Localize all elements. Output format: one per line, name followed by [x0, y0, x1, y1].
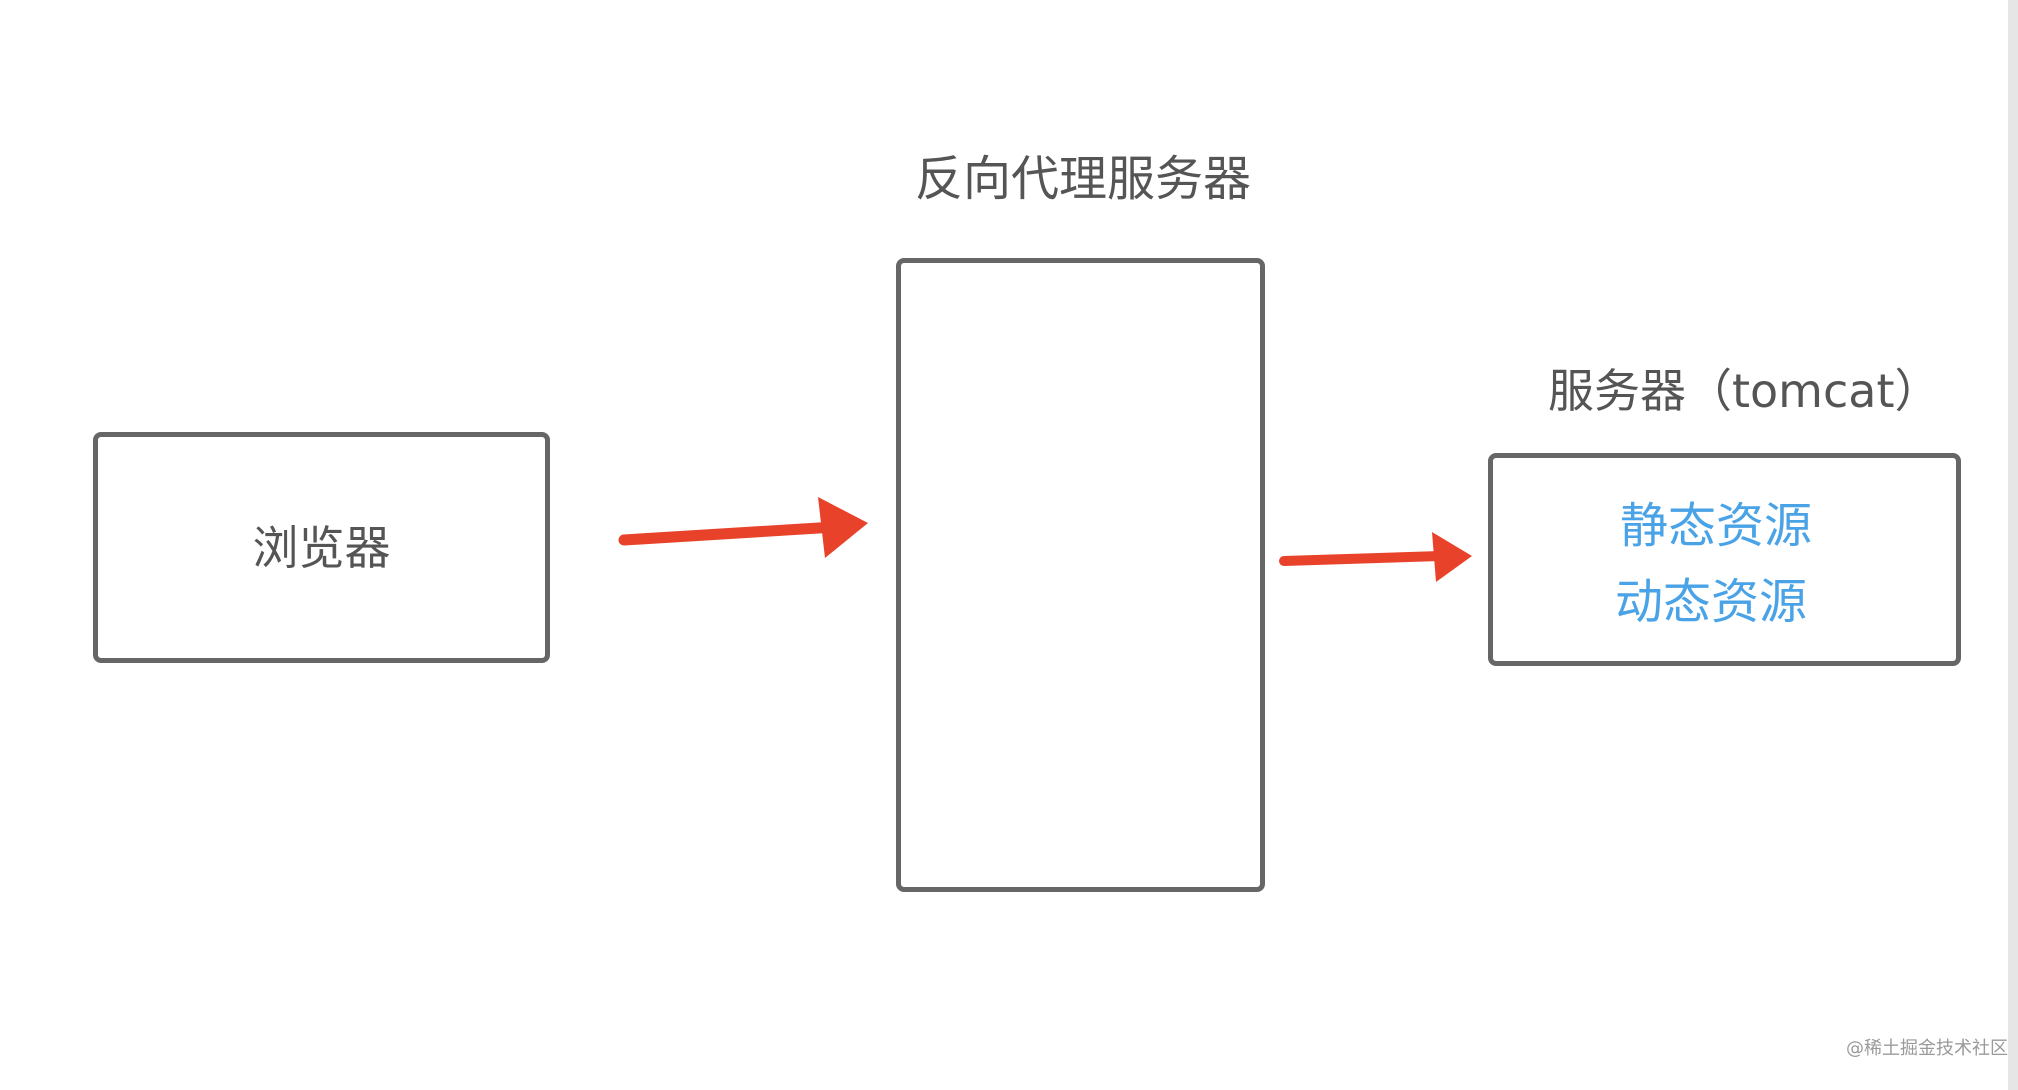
arrow-head-browser-to-proxy — [818, 497, 868, 558]
arrow-proxy-to-server — [1279, 532, 1472, 582]
scrollbar-track[interactable] — [2008, 0, 2018, 1090]
arrow-browser-to-proxy — [618, 497, 868, 558]
browser-label: 浏览器 — [252, 520, 391, 575]
tomcat-server-title: 服务器（tomcat） — [1548, 364, 1941, 418]
watermark-text: @稀土掘金技术社区 — [1846, 1038, 2008, 1059]
browser-box: 浏览器 — [93, 432, 550, 663]
dynamic-resource-label: 动态资源 — [1615, 574, 1808, 630]
arrow-shaft-browser-to-proxy — [618, 521, 841, 546]
arrow-shaft-proxy-to-server — [1279, 551, 1445, 566]
static-resource-label: 静态资源 — [1620, 498, 1813, 554]
tomcat-server-box — [1488, 453, 1961, 666]
proxy-server-title: 反向代理服务器 — [915, 151, 1252, 207]
proxy-server-box — [896, 258, 1265, 892]
arrow-head-proxy-to-server — [1432, 532, 1472, 582]
